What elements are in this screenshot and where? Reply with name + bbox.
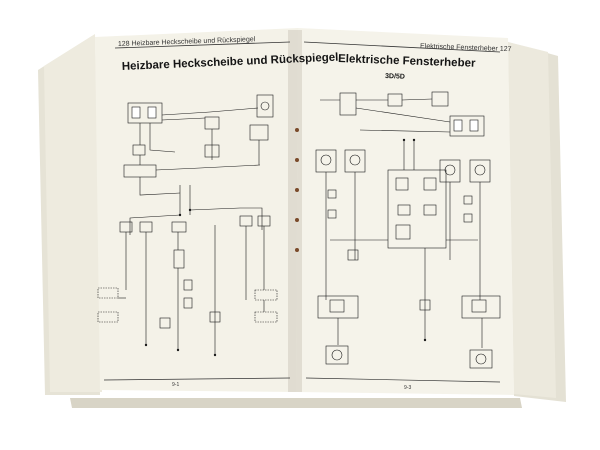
left-diagram-dots (144, 208, 217, 357)
right-page (296, 28, 514, 395)
gutter (288, 30, 302, 392)
right-running-header: Elektrische Fensterheber 127 (420, 43, 512, 53)
left-wiring-diagram (97, 94, 278, 355)
right-page-title: Elektrische Fensterheber (338, 53, 476, 70)
right-footer-page: 9-3 (404, 385, 411, 391)
left-running-header: 128 Heizbare Heckscheibe und Rückspiegel (118, 36, 256, 48)
right-page-subtitle: 3D/5D (385, 73, 405, 81)
binding-holes (295, 128, 299, 252)
right-diagram-dots (402, 138, 427, 342)
right-wiring-diagram (315, 91, 501, 369)
left-footer-page: 9-1 (172, 382, 179, 388)
book-block (38, 34, 566, 408)
